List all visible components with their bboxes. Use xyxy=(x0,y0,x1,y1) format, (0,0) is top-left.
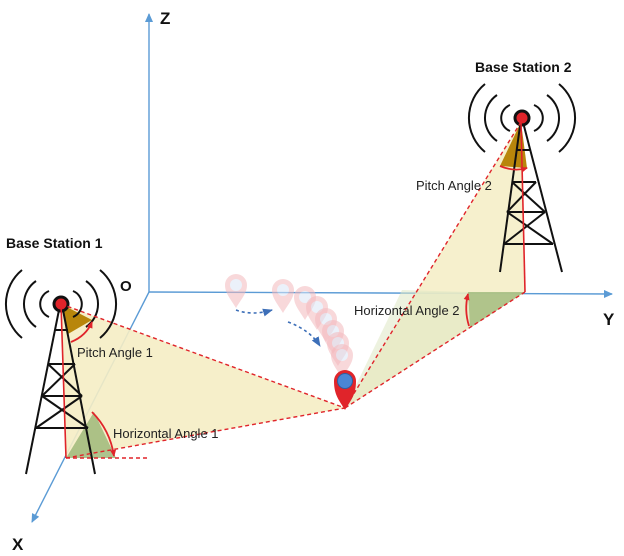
station2-pitch-angle-fill xyxy=(500,122,527,168)
location-pin-icon xyxy=(334,370,356,410)
ghost-marker xyxy=(272,279,294,313)
station2-antenna-dot xyxy=(513,109,531,127)
station1-horizontal-angle-fill xyxy=(66,412,116,458)
station2-pitch-arc xyxy=(499,165,528,173)
trajectory-arrow-2 xyxy=(287,321,321,347)
station2-horizontal-arc xyxy=(463,293,470,327)
station1-horizontal-arc xyxy=(91,411,117,457)
ghost-marker xyxy=(331,344,353,378)
station2-horizontal-label: Horizontal Angle 2 xyxy=(354,303,460,318)
y-axis-label: Y xyxy=(603,310,615,329)
z-axis-label: Z xyxy=(160,9,170,28)
ghost-marker xyxy=(225,274,247,308)
station2-tower xyxy=(499,125,563,273)
station1-pitch-angle-fill xyxy=(61,304,92,334)
y-axis xyxy=(148,289,613,298)
station1-vertical-line xyxy=(60,303,67,459)
station1-pitch-label: Pitch Angle 1 xyxy=(77,345,153,360)
station2-ground-wedge xyxy=(345,290,470,408)
station1-slant-ray xyxy=(60,303,346,409)
ghost-marker xyxy=(294,286,316,320)
station2-planes xyxy=(345,122,527,408)
station1-planes xyxy=(61,304,345,458)
station2-signal-icon xyxy=(468,83,576,153)
station1-ground-ray xyxy=(65,407,346,459)
station1-title: Base Station 1 xyxy=(6,235,103,251)
station1-tower xyxy=(25,309,96,475)
trajectory-trail xyxy=(225,274,353,378)
station1-pitch-arc xyxy=(70,321,93,343)
angle-arcs xyxy=(70,165,528,457)
station1-horizontal-label: Horizontal Angle 1 xyxy=(113,426,219,441)
station1-vertical-plane xyxy=(61,304,345,458)
station2-pitch-label: Pitch Angle 2 xyxy=(416,178,492,193)
station2-title: Base Station 2 xyxy=(475,59,572,75)
station2-vertical-line xyxy=(520,121,526,293)
x-axis-label: X xyxy=(12,535,24,554)
trajectory-arrow-1 xyxy=(235,308,273,317)
origin-label: O xyxy=(120,278,132,295)
station2-ground-ray xyxy=(344,291,526,409)
rays xyxy=(60,121,526,459)
